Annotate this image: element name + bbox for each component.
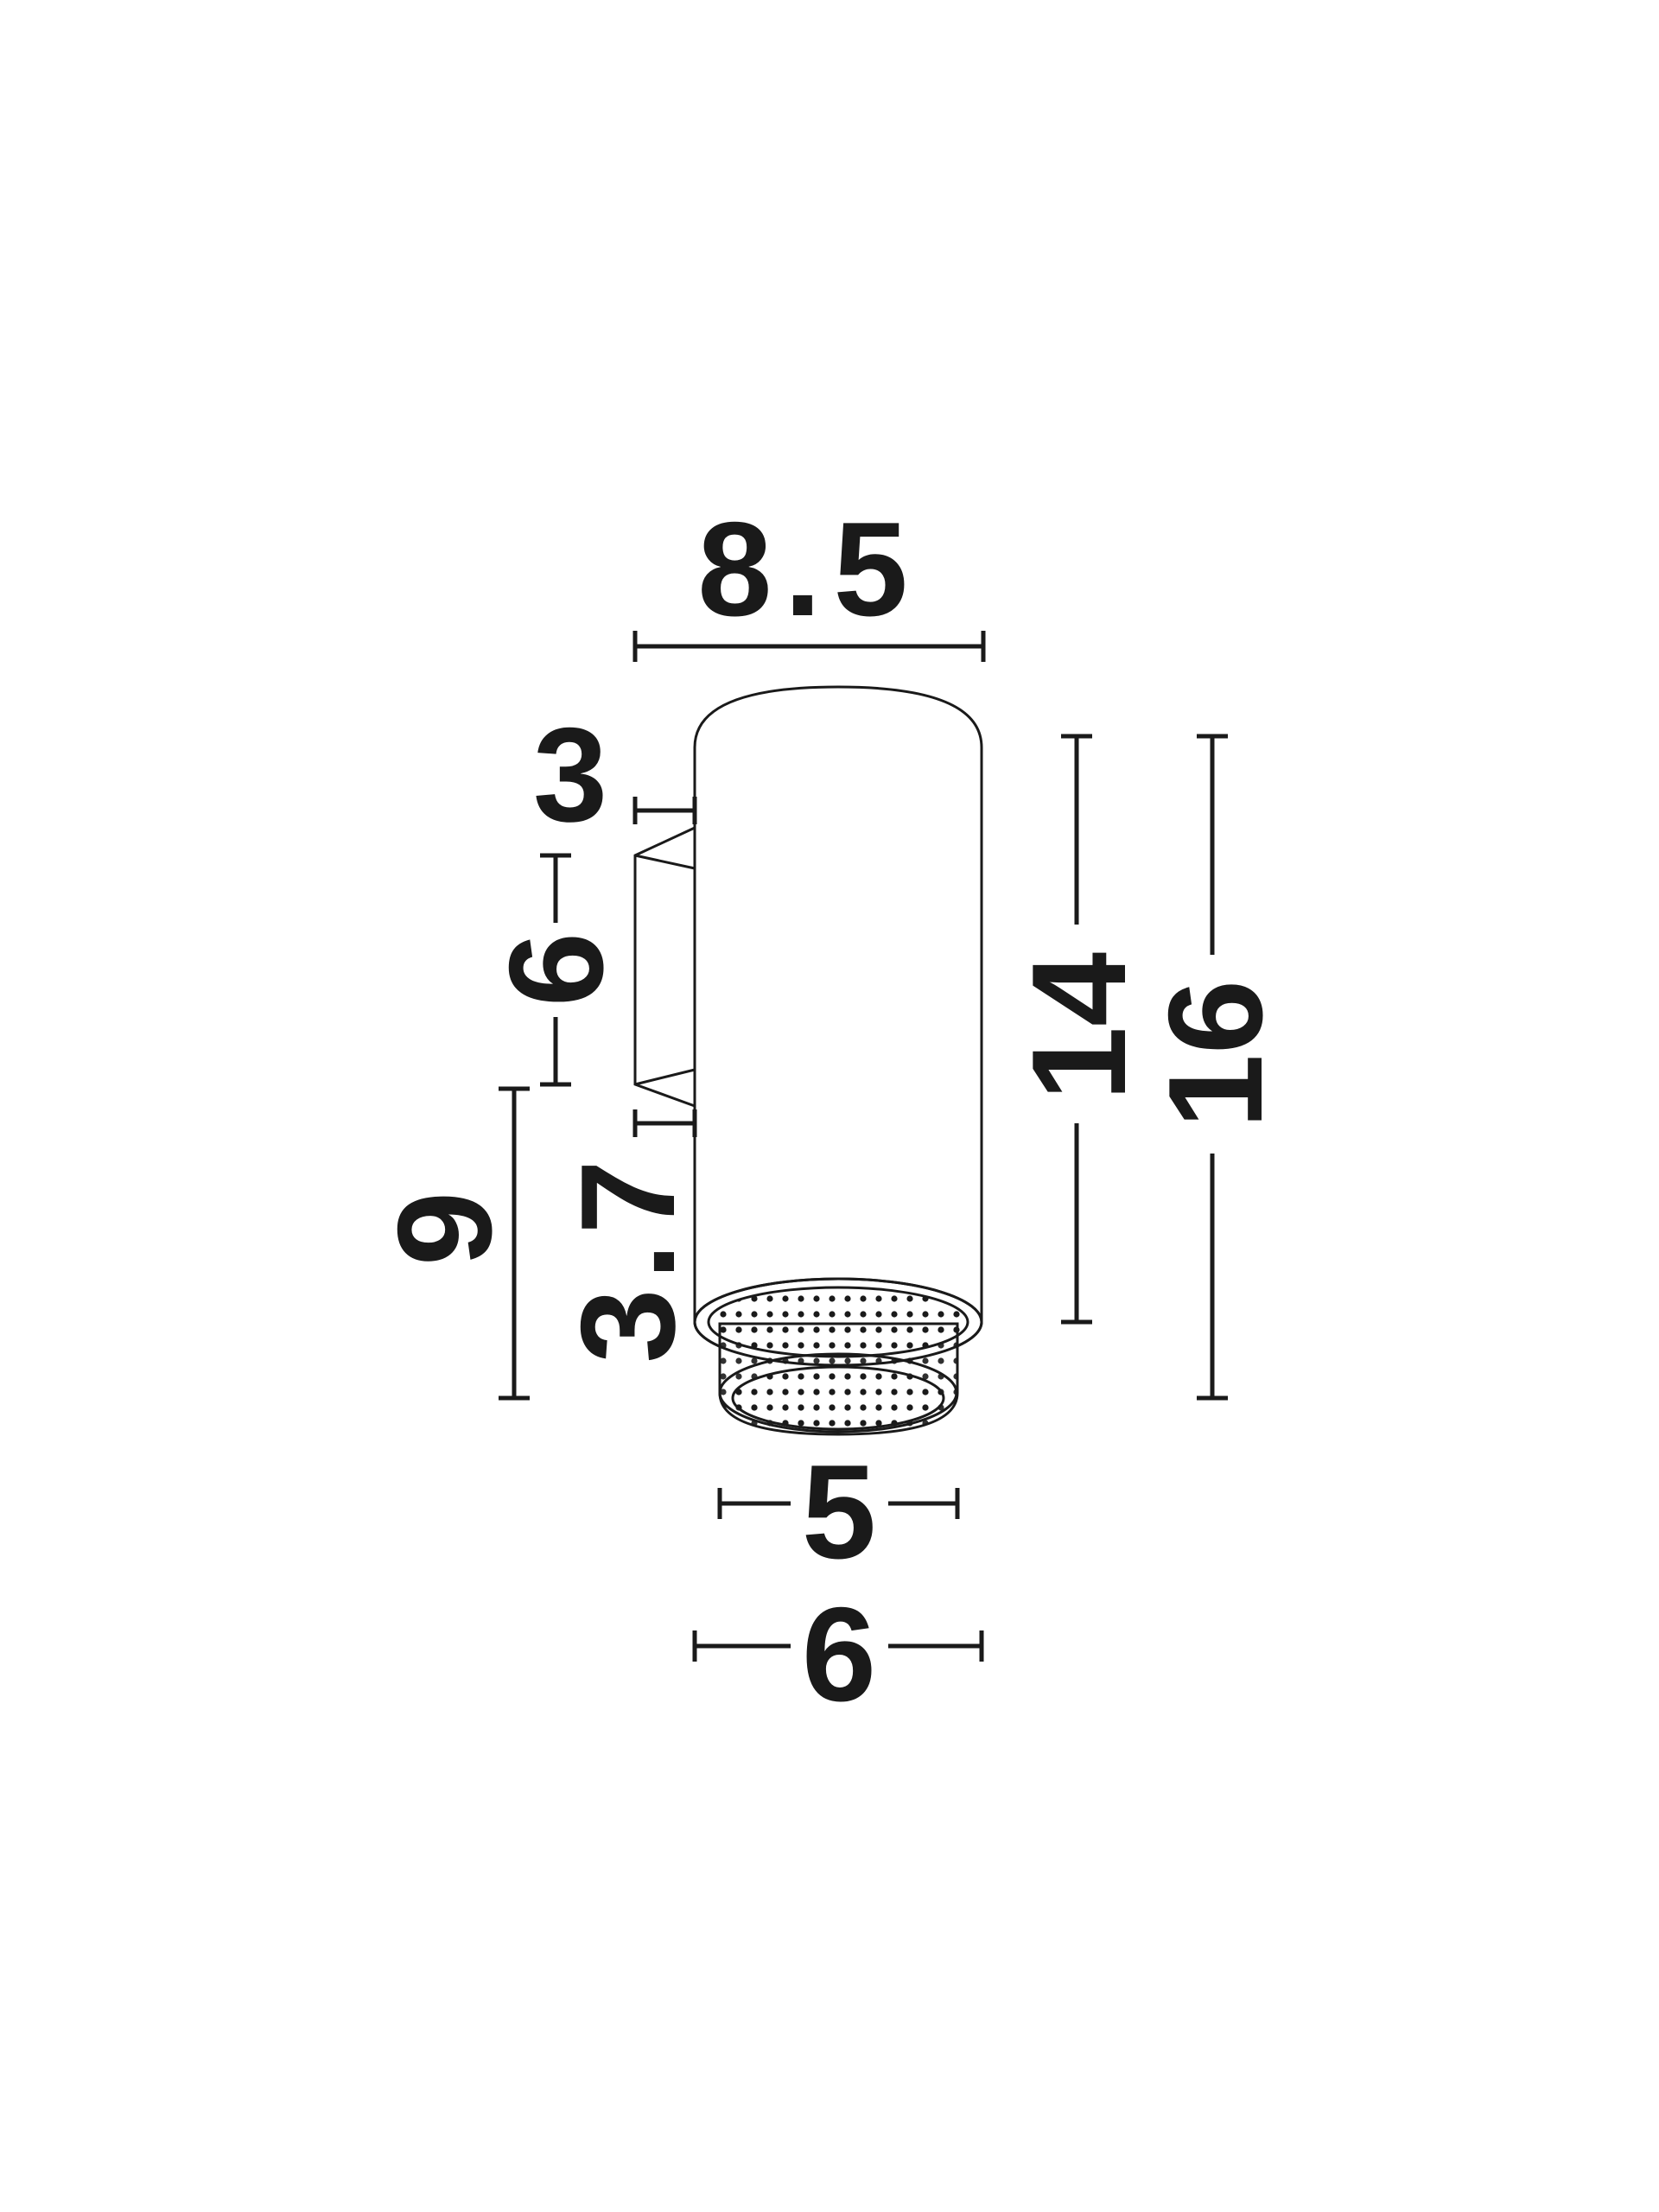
label-total-height: 16 xyxy=(1141,980,1290,1128)
dim-total-height: 16 xyxy=(1141,734,1290,1401)
label-body-height: 14 xyxy=(1004,952,1154,1101)
dim-bracket-offset: 3 xyxy=(533,700,697,849)
perforated-bezel xyxy=(693,1277,983,1436)
dim-lower-offset: 3.7 xyxy=(553,1109,702,1363)
label-bracket-to-bottom: 9 xyxy=(370,1192,519,1266)
label-top-width: 8.5 xyxy=(697,494,919,644)
lamp-body xyxy=(633,685,983,1324)
label-inner-diameter: 5 xyxy=(802,1437,876,1586)
dim-inner-diameter: 5 xyxy=(717,1437,960,1586)
dim-top-width: 8.5 xyxy=(632,494,986,662)
label-outer-diameter: 6 xyxy=(802,1580,876,1729)
dim-bracket-height: 6 xyxy=(481,853,631,1087)
dim-outer-diameter: 6 xyxy=(692,1580,984,1729)
label-bracket-offset: 3 xyxy=(533,700,607,849)
dim-body-height: 14 xyxy=(1004,734,1154,1325)
dim-bracket-to-bottom: 9 xyxy=(370,1086,530,1401)
wall-bracket xyxy=(633,825,696,1109)
label-lower-offset: 3.7 xyxy=(553,1151,702,1363)
label-bracket-height: 6 xyxy=(481,932,631,1007)
